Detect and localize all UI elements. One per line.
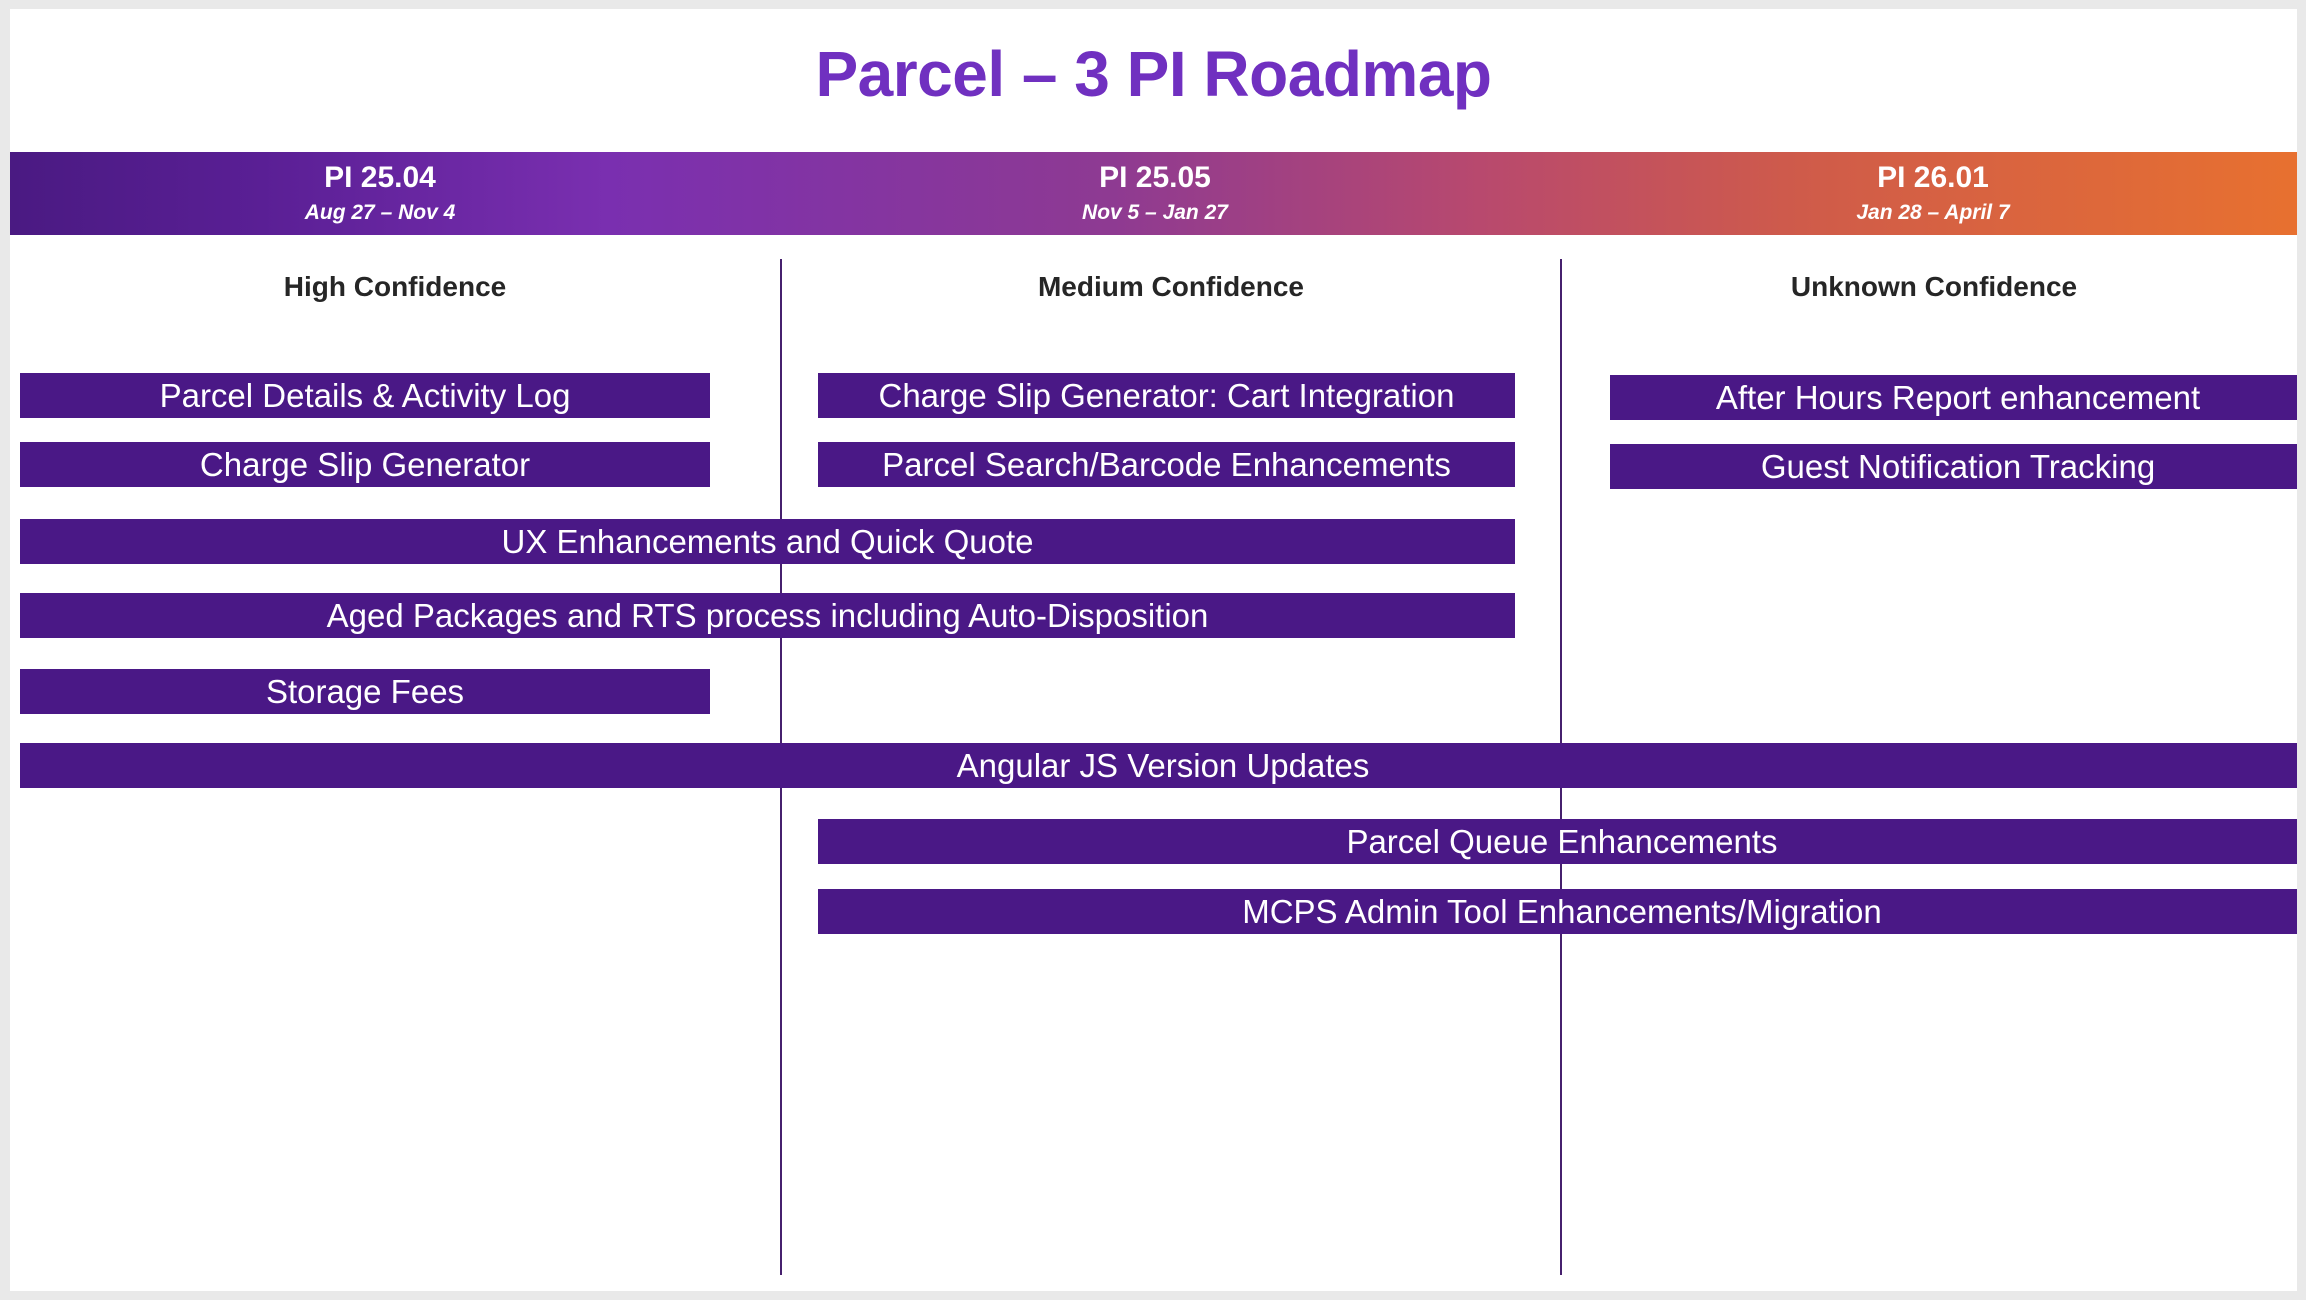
roadmap-bar[interactable]: Aged Packages and RTS process including …	[20, 593, 1515, 638]
column-header-medium: Medium Confidence	[1037, 271, 1304, 302]
pi-cell-3: PI 26.01 Jan 28 – April 7	[1560, 152, 2297, 235]
page-title: Parcel – 3 PI Roadmap	[815, 38, 1492, 110]
pi-dates-3: Jan 28 – April 7	[1856, 201, 2010, 224]
slide-canvas: Parcel – 3 PI Roadmap PI 25.04 Aug 27 – …	[10, 9, 2297, 1291]
roadmap-bar[interactable]: Parcel Details & Activity Log	[20, 373, 710, 418]
roadmap-bar[interactable]: Parcel Search/Barcode Enhancements	[818, 442, 1515, 487]
roadmap-bar[interactable]: Charge Slip Generator: Cart Integration	[818, 373, 1515, 418]
pi-name-2: PI 25.05	[1099, 161, 1211, 194]
pi-dates-1: Aug 27 – Nov 4	[304, 201, 456, 224]
roadmap-bar[interactable]: Storage Fees	[20, 669, 710, 714]
roadmap-bar[interactable]: Parcel Queue Enhancements	[818, 819, 2297, 864]
roadmap-bar[interactable]: MCPS Admin Tool Enhancements/Migration	[818, 889, 2297, 934]
pi-name-3: PI 26.01	[1877, 161, 1989, 194]
roadmap-bar[interactable]: Guest Notification Tracking	[1610, 444, 2297, 489]
column-header-unknown: Unknown Confidence	[1790, 271, 2078, 302]
roadmap-bar[interactable]: Angular JS Version Updates	[20, 743, 2297, 788]
roadmap-bar[interactable]: Charge Slip Generator	[20, 442, 710, 487]
roadmap-bar[interactable]: UX Enhancements and Quick Quote	[20, 519, 1515, 564]
pi-cell-2: PI 25.05 Nov 5 – Jan 27	[750, 152, 1560, 235]
pi-name-1: PI 25.04	[324, 161, 436, 194]
pi-timeline-band: PI 25.04 Aug 27 – Nov 4 PI 25.05 Nov 5 –…	[10, 152, 2297, 235]
pi-cell-1: PI 25.04 Aug 27 – Nov 4	[10, 152, 750, 235]
roadmap-bar[interactable]: After Hours Report enhancement	[1610, 375, 2297, 420]
pi-dates-2: Nov 5 – Jan 27	[1082, 201, 1228, 224]
column-header-high: High Confidence	[283, 271, 507, 302]
